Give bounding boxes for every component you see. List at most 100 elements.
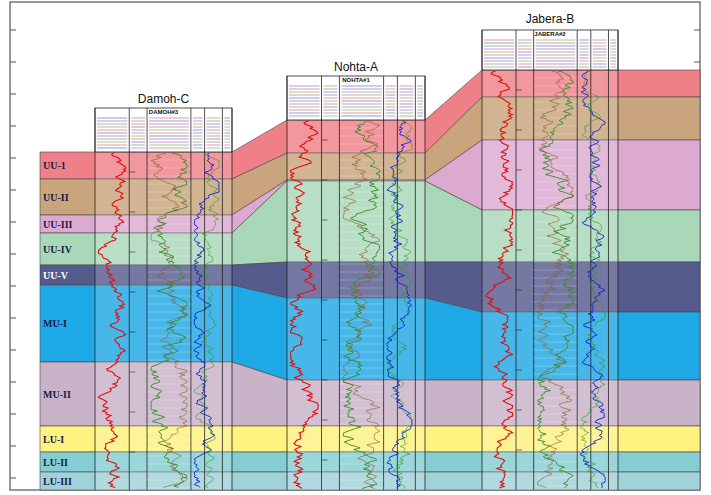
header-scale (97, 121, 127, 122)
header-scale (97, 136, 127, 137)
header-scale (289, 116, 320, 117)
header-scale (97, 148, 127, 149)
header-scale (593, 64, 607, 65)
tick (10, 254, 16, 255)
grid-line (147, 320, 191, 321)
log-curve (387, 121, 412, 489)
track-divider (339, 76, 340, 490)
grid-line (147, 464, 191, 465)
header-scale (399, 86, 413, 87)
grid-line (339, 184, 383, 185)
grid-line (339, 200, 383, 201)
grid-line (339, 128, 383, 129)
header-scale (536, 58, 576, 59)
grid-line (147, 432, 191, 433)
header-scale (386, 113, 396, 114)
track-divider (608, 30, 609, 490)
tick (10, 478, 16, 479)
depth-tick (516, 130, 522, 131)
track-overlay (95, 152, 232, 490)
depth-tick (322, 460, 328, 461)
header-scale (484, 46, 514, 47)
header-scale (536, 61, 576, 62)
well-name: Nohta-A (334, 60, 378, 74)
unit-label: UU-III (43, 219, 72, 230)
grid-line (147, 480, 191, 481)
header-scale (224, 145, 230, 146)
depth-tick (129, 212, 135, 213)
header-scale (484, 67, 514, 68)
header-scale (579, 43, 589, 44)
depth-tick (516, 290, 522, 291)
header-scale (484, 40, 514, 41)
header-scale (610, 67, 616, 68)
grid-line (339, 272, 383, 273)
track-divider (204, 108, 205, 490)
grid-line (534, 190, 578, 191)
header-scale (386, 104, 396, 105)
header-scale (193, 145, 203, 146)
header-scale (131, 133, 145, 134)
unit-band: MU-I (40, 285, 95, 362)
grid-line (339, 352, 383, 353)
track-divider (482, 30, 483, 490)
header-scale (207, 133, 221, 134)
header-scale (341, 86, 381, 87)
grid-line (534, 358, 578, 359)
depth-tick (129, 172, 135, 173)
header-scale (193, 121, 203, 122)
unit-band: UU-III (40, 215, 95, 233)
grid-line (534, 270, 578, 271)
depth-tick (129, 412, 135, 413)
header-scale (593, 49, 607, 50)
header-scale (593, 40, 607, 41)
depth-tick (322, 340, 328, 341)
header-scale (341, 95, 381, 96)
grid-line (339, 448, 383, 449)
header-scale (131, 136, 145, 137)
header-scale (518, 67, 532, 68)
header-scale (536, 55, 576, 56)
header-scale (610, 40, 616, 41)
track-divider (618, 30, 619, 490)
header-scale (341, 89, 381, 90)
header-scale (149, 118, 189, 119)
grid-line (339, 296, 383, 297)
grid-line (147, 224, 191, 225)
header-scale (224, 136, 230, 137)
header-scale (518, 40, 532, 41)
header-scale (417, 101, 423, 102)
header-scale (289, 110, 320, 111)
grid-line (534, 350, 578, 351)
header-scale (610, 58, 616, 59)
header-scale (536, 52, 576, 53)
header-scale (224, 139, 230, 140)
header-scale (518, 46, 532, 47)
grid-line (339, 376, 383, 377)
header-scale (97, 118, 127, 119)
header-scale (341, 113, 381, 114)
header-scale (131, 130, 145, 131)
grid-line (339, 320, 383, 321)
log-curve (99, 153, 126, 488)
grid-line (534, 390, 578, 391)
unit-label: LU-III (43, 476, 72, 487)
header-scale (149, 136, 189, 137)
header-scale (341, 101, 381, 102)
well-id: NOHTA#1 (342, 77, 370, 83)
header-scale (324, 116, 338, 117)
header-scale (536, 67, 576, 68)
grid-line (339, 208, 383, 209)
tick (10, 62, 16, 63)
grid-line (339, 472, 383, 473)
depth-tick (129, 452, 135, 453)
header-scale (207, 121, 221, 122)
grid-line (147, 216, 191, 217)
track-divider (383, 76, 384, 490)
grid-line (147, 272, 191, 273)
header-scale (207, 145, 221, 146)
header-scale (536, 64, 576, 65)
track-divider (129, 108, 130, 490)
header-scale (193, 136, 203, 137)
header-scale (193, 142, 203, 143)
